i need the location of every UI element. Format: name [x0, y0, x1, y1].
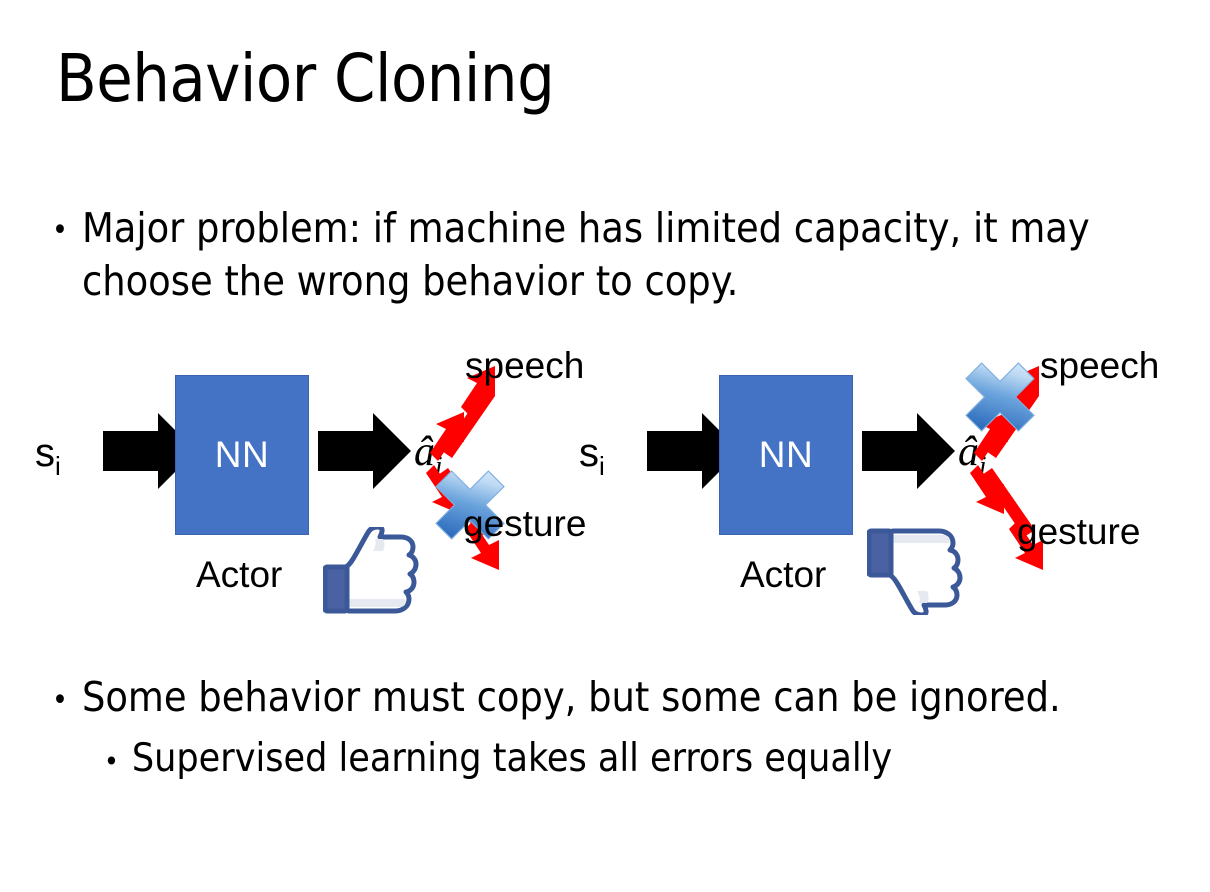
actor-caption-right: Actor [740, 554, 827, 595]
bullet-text: Supervised learning takes all errors equ… [131, 736, 893, 781]
diagram-left-good-case: si NN Actor âi [18, 335, 618, 635]
bullet-item-3: • Supervised learning takes all errors e… [104, 735, 1164, 784]
bullet-text: Major problem: if machine has limited ca… [81, 204, 1090, 306]
action-subscript: i [979, 450, 987, 481]
state-subscript: i [599, 451, 605, 481]
state-symbol: s [35, 431, 55, 475]
state-symbol: s [579, 431, 599, 475]
nn-box-label: NN [758, 434, 814, 475]
nn-box-label: NN [214, 434, 270, 475]
thumbs-down-icon-right [867, 528, 963, 615]
bullet-item-2: • Some behavior must copy, but some can … [52, 672, 1172, 723]
state-subscript: i [55, 451, 61, 481]
bullet-text: Some behavior must copy, but some can be… [81, 673, 1061, 721]
branch-label-speech-left: speech [465, 345, 585, 386]
action-subscript: i [435, 450, 443, 481]
branch-label-gesture-left: gesture [463, 503, 587, 544]
action-symbol: â [958, 429, 979, 475]
black-block-arrow-right-output-left [318, 413, 411, 489]
nn-box-right[interactable]: NN [719, 375, 853, 535]
action-symbol: â [414, 429, 435, 475]
action-label-right: âi [958, 431, 987, 479]
bullet-marker: • [52, 683, 68, 718]
state-label-right: si [579, 433, 605, 479]
page-title: Behavior Cloning [56, 40, 555, 117]
diagram-right-bad-case: si NN Actor âi [562, 335, 1162, 635]
bullet-marker: • [52, 213, 68, 248]
branch-label-speech-right: speech [1040, 345, 1160, 386]
thumbs-up-icon-left [323, 527, 419, 614]
state-label-left: si [35, 433, 61, 479]
bullet-item-1: • Major problem: if machine has limited … [52, 202, 1132, 309]
black-block-arrow-right-output-right [862, 413, 955, 489]
action-label-left: âi [414, 431, 443, 479]
nn-box-left[interactable]: NN [175, 375, 309, 535]
bullet-marker: • [104, 745, 119, 778]
actor-caption-left: Actor [196, 554, 283, 595]
branch-label-gesture-right: gesture [1017, 511, 1141, 552]
